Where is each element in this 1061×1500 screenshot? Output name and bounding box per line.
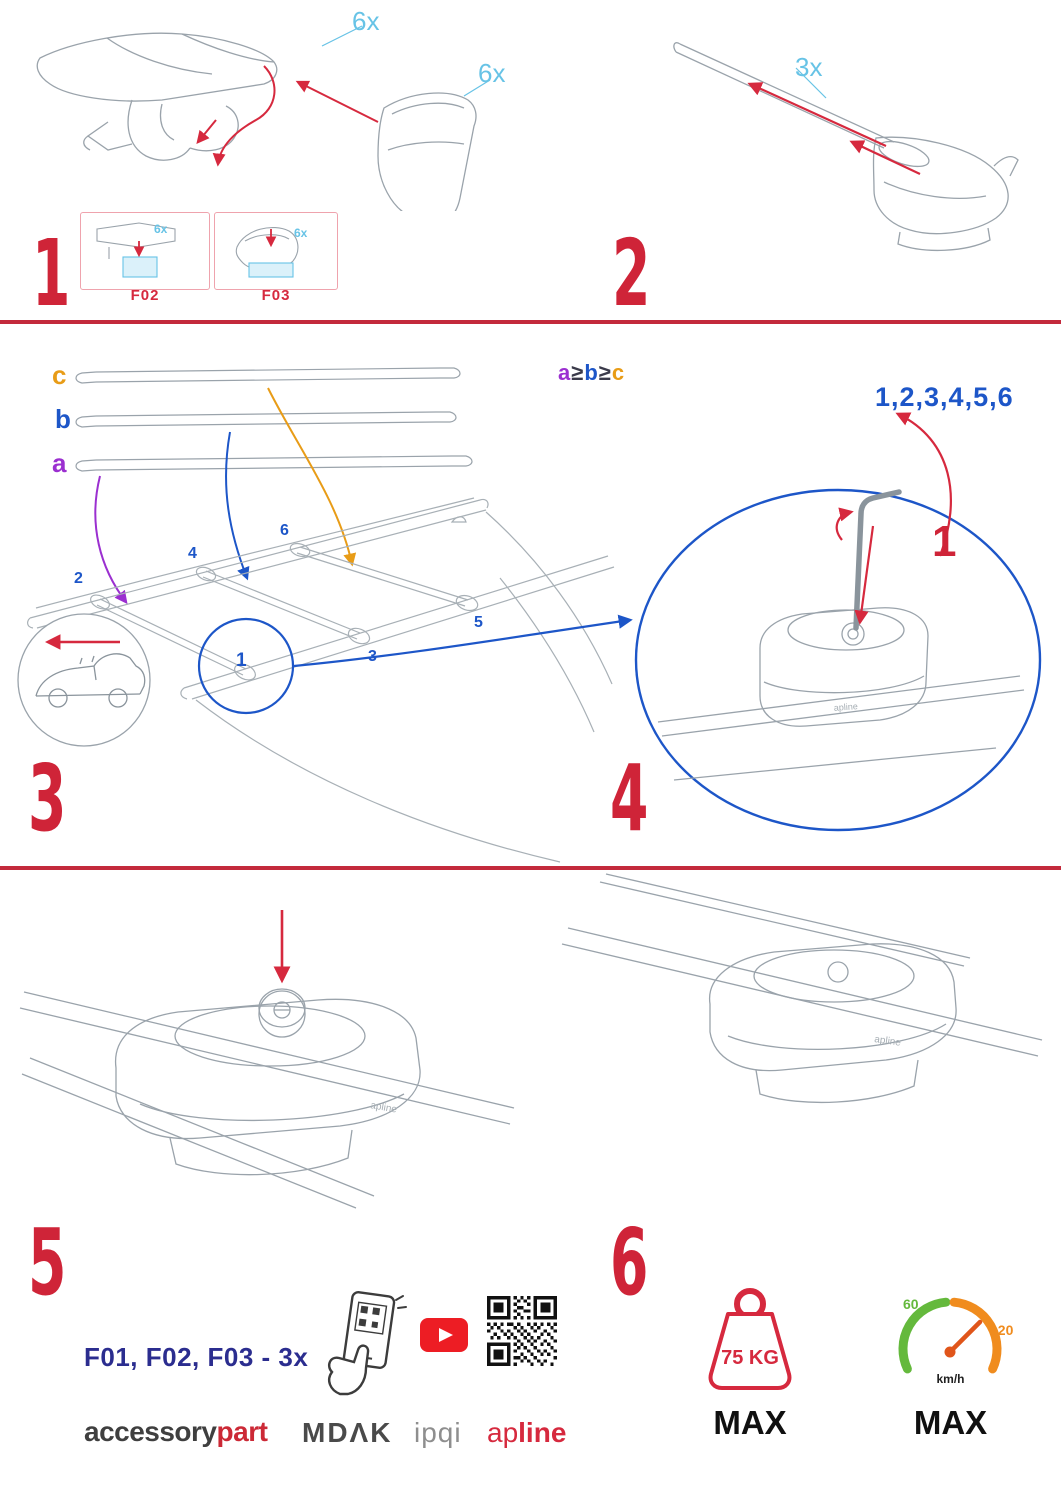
brand-line-text: line — [518, 1417, 567, 1448]
brand-accessory-text: accessory — [84, 1416, 217, 1447]
tightening-first: 1 — [932, 517, 957, 566]
clamp-with-key-drawing — [657, 607, 1025, 781]
thumb-f02 — [80, 212, 210, 290]
rule-c: c — [611, 360, 626, 385]
crossbar-quantity: 3x — [795, 52, 823, 82]
position-5: 5 — [474, 614, 483, 631]
rule-a: a — [558, 360, 572, 385]
roof-drawing — [27, 497, 615, 863]
size-order-rule: a≥b≥c — [558, 360, 625, 386]
position-1: 1 — [236, 650, 247, 671]
thumb-f03-label: F03 — [261, 287, 291, 304]
thumb-f02-label: F02 — [130, 287, 160, 304]
speed-orange-value: 120 — [990, 1322, 1014, 1338]
rule-gte-2: ≥ — [598, 360, 612, 385]
step2-crossbar-drawing — [673, 42, 1019, 252]
tightening-sequence: 1,2,3,4,5,6 — [875, 382, 1014, 412]
loose-bars-drawing — [75, 367, 473, 472]
brand-apline: apline — [487, 1419, 566, 1447]
thumb-f03-quantity: 6x — [294, 226, 308, 240]
position-2: 2 — [74, 570, 83, 587]
step1-red-arrows — [196, 65, 379, 167]
parts-quantity-line: F01, F02, F03 - 3x — [84, 1342, 309, 1372]
youtube-icon — [420, 1318, 468, 1352]
detail-ellipse — [634, 488, 1042, 832]
brand-ap-text: ap — [487, 1417, 519, 1448]
hex-key-drawing — [853, 489, 902, 631]
position-3: 3 — [368, 648, 377, 665]
step-3-number: 3 — [28, 745, 67, 852]
step2-red-arrows — [747, 82, 921, 175]
section-divider-top — [0, 320, 1061, 324]
rule-gte-1: ≥ — [571, 360, 585, 385]
bar-label-a: a — [52, 448, 67, 478]
clamp-logo-text: apline — [369, 1100, 398, 1116]
section-divider-bottom — [0, 866, 1061, 870]
brand-part-text: part — [216, 1416, 268, 1447]
step-2-number: 2 — [612, 220, 651, 327]
endcap-quantity: 6x — [352, 6, 380, 36]
cover-quantity: 6x — [478, 58, 506, 88]
speed-unit-label: km/h — [936, 1372, 965, 1386]
qr-code — [487, 1296, 557, 1366]
step-1-number: 1 — [32, 220, 71, 327]
clamp-logo-text: apline — [833, 701, 858, 713]
weight-max-label: MAX — [713, 1404, 787, 1441]
thumb-f03 — [214, 212, 338, 290]
thumb-f02-drawing — [96, 222, 176, 278]
car-inset-circle — [17, 613, 151, 747]
step-6-number: 6 — [610, 1209, 649, 1316]
step1-endcap-drawing — [36, 25, 491, 211]
connector-b-blue — [225, 431, 250, 581]
detail-view-arrow — [293, 614, 633, 668]
step6-mounted-drawing: apline — [561, 873, 1043, 1104]
bar-label-b: b — [55, 404, 71, 434]
speed-green-value: 60 — [903, 1296, 919, 1312]
rule-b: b — [584, 360, 599, 385]
thumb-f03-drawing — [235, 227, 299, 278]
position-4: 4 — [188, 545, 197, 562]
brand-ipqi: ipqi — [414, 1417, 462, 1448]
step-5-number: 5 — [28, 1209, 67, 1316]
thumb-f02-quantity: 6x — [154, 222, 168, 236]
scan-qr-phone-icon — [328, 1291, 407, 1396]
brand-accessorypart: accessorypart — [84, 1416, 268, 1447]
qty-leader-lines — [321, 25, 491, 97]
weight-value: 75 KG — [721, 1347, 779, 1369]
max-weight-icon: 75 KG — [708, 1288, 792, 1390]
speed-max-label: MAX — [913, 1404, 988, 1441]
position-6: 6 — [280, 522, 289, 539]
bar-label-c: c — [52, 360, 67, 390]
step-4-number: 4 — [610, 745, 649, 852]
step5-knob-drawing: apline — [19, 910, 515, 1209]
clamp-logo-text: apline — [874, 1034, 902, 1049]
brand-mdak: MDΛK — [302, 1417, 393, 1448]
step3-roof-drawing — [17, 367, 633, 863]
car-inset-drawing — [35, 653, 146, 708]
connector-a-purple — [94, 475, 128, 605]
